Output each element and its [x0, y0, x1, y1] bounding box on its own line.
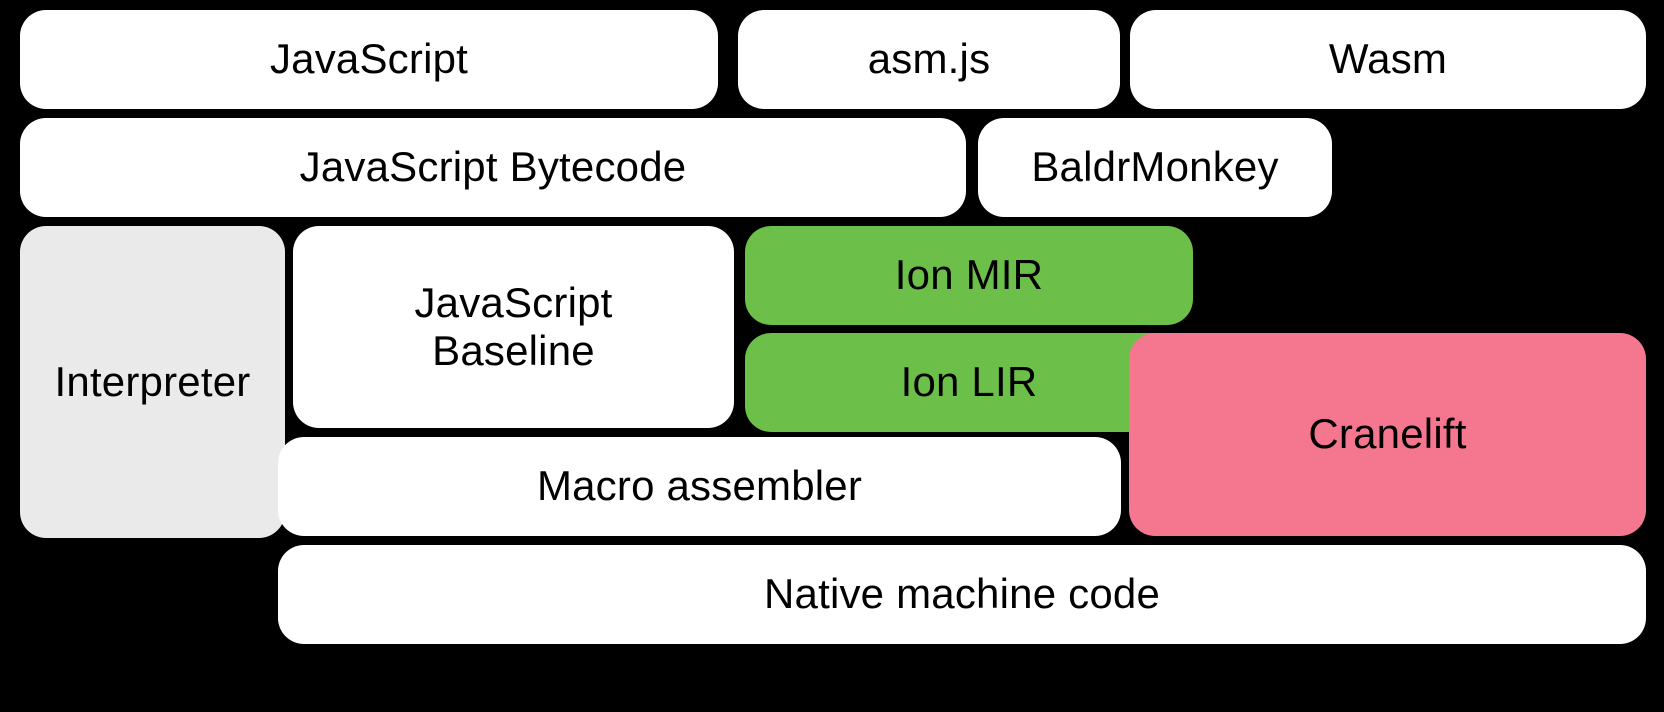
box-label-ion-mir: Ion MIR [894, 251, 1044, 299]
box-label-asm-js: asm.js [867, 35, 991, 83]
box-label-wasm: Wasm [1328, 35, 1448, 83]
box-asm-js: asm.js [738, 10, 1120, 109]
box-javascript: JavaScript [20, 10, 718, 109]
box-baldrmonkey: BaldrMonkey [978, 118, 1332, 217]
box-wasm: Wasm [1130, 10, 1646, 109]
box-label-baldrmonkey: BaldrMonkey [1031, 143, 1279, 191]
box-label-javascript: JavaScript [269, 35, 469, 83]
box-ion-lir: Ion LIR [745, 333, 1193, 432]
box-native-machine-code: Native machine code [278, 545, 1646, 644]
box-javascript-bytecode: JavaScript Bytecode [20, 118, 966, 217]
box-label-javascript-bytecode: JavaScript Bytecode [299, 143, 687, 191]
box-macro-assembler: Macro assembler [278, 437, 1121, 536]
box-javascript-baseline: JavaScript Baseline [293, 226, 734, 428]
box-label-macro-assembler: Macro assembler [536, 462, 863, 510]
box-ion-mir: Ion MIR [745, 226, 1193, 325]
box-label-native-machine-code: Native machine code [763, 570, 1160, 618]
box-label-javascript-baseline: JavaScript Baseline [414, 278, 613, 374]
box-interpreter: Interpreter [20, 226, 285, 538]
box-label-interpreter: Interpreter [54, 357, 251, 405]
box-label-ion-lir: Ion LIR [900, 358, 1038, 406]
box-cranelift: Cranelift [1129, 333, 1646, 536]
box-label-cranelift: Cranelift [1308, 410, 1467, 458]
